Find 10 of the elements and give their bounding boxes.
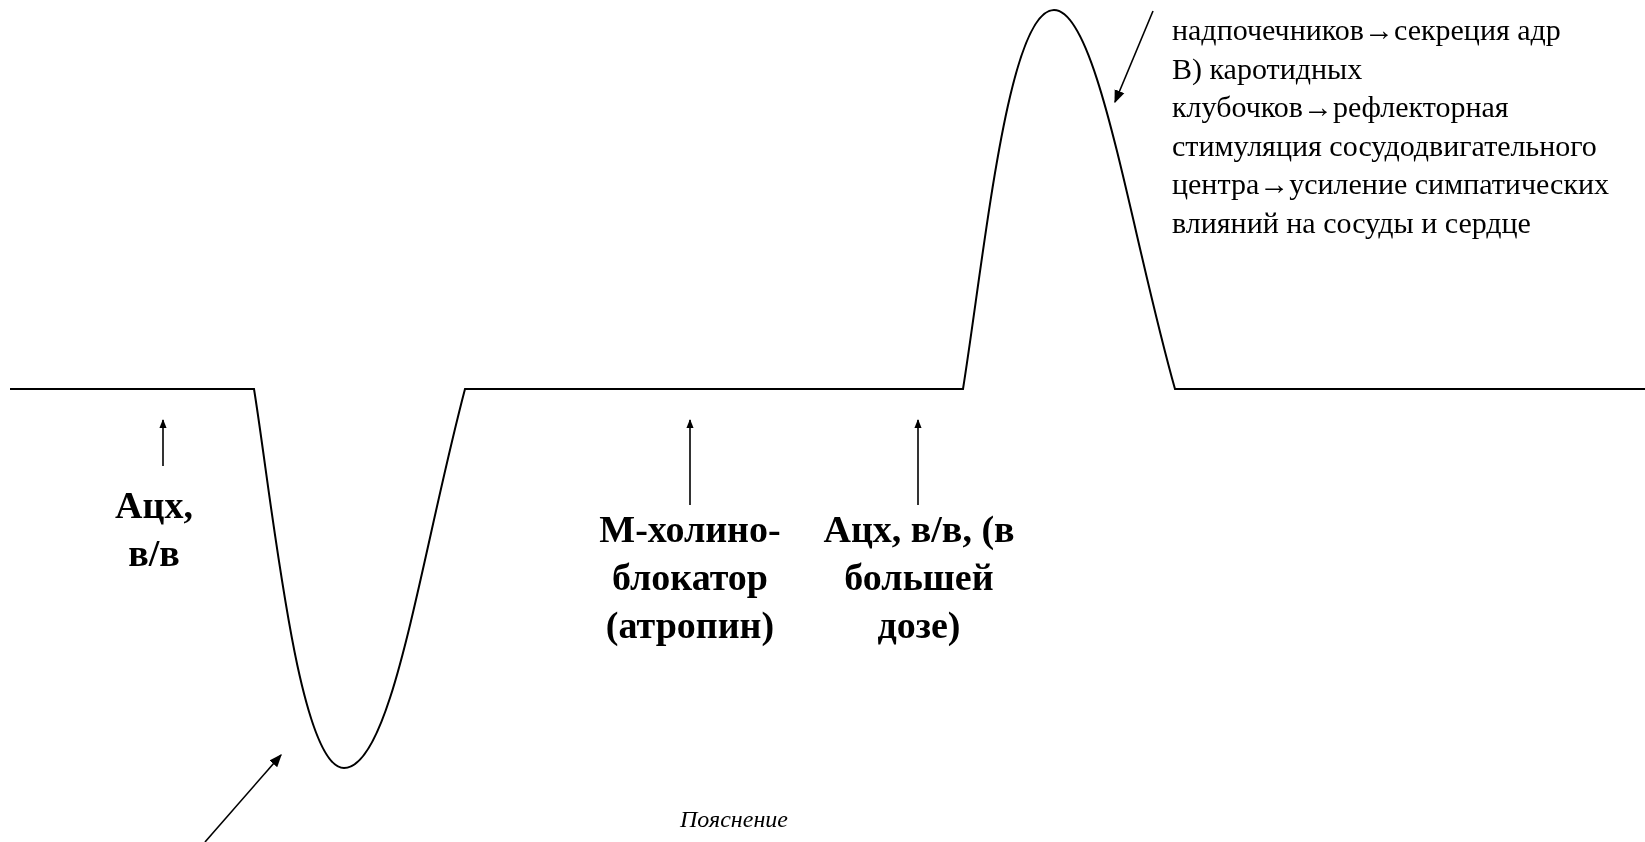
injection-label: Ацх, в/в, (в большей дозе) [809, 505, 1029, 649]
injection-label: М-холино- блокатор (атропин) [590, 505, 790, 649]
injection-label: Ацх, в/в [99, 466, 209, 577]
caption-text: Пояснение [680, 806, 788, 833]
explanation-text: В) каротидных клубочков→рефлекторная стимуляция сосудодвигательного центра→усиление симпатических влияний на сосуды и сердце [1172, 50, 1610, 241]
leader-arrow [1114, 10, 1154, 104]
arrow [686, 419, 694, 506]
arrow [159, 419, 167, 467]
arrow [914, 419, 922, 506]
explanation-text: надпочечников→секреция адр [1172, 12, 1562, 48]
